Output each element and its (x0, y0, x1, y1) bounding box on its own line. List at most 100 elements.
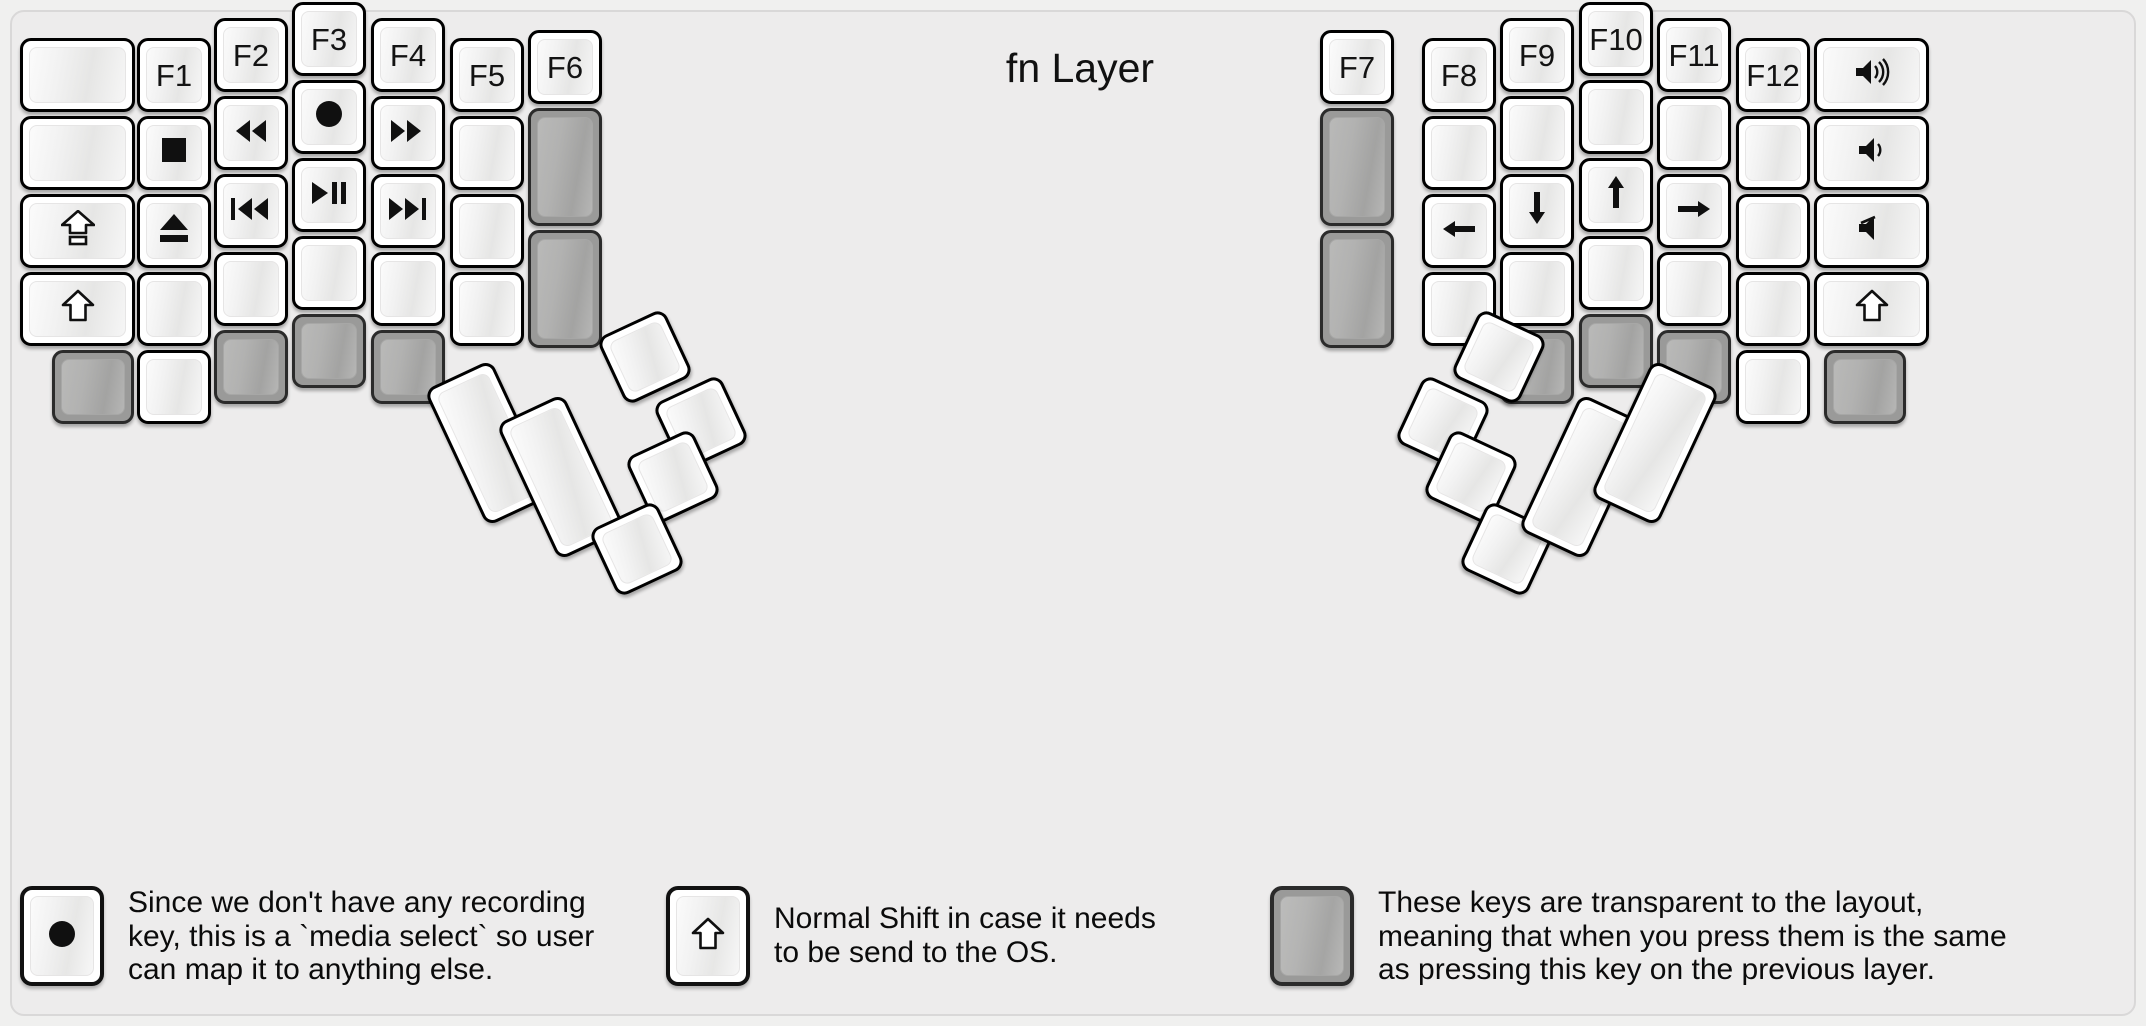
key-right-c6-r1[interactable]: F12 (1736, 38, 1810, 112)
shift-icon (1855, 289, 1889, 329)
key-cap (1588, 89, 1644, 145)
key-cap (29, 125, 126, 181)
key-left-c6-r1[interactable]: F5 (450, 38, 524, 112)
key-label: F6 (546, 49, 584, 85)
key-cap (1823, 281, 1920, 337)
key-left-c3-r4[interactable] (214, 252, 288, 326)
key-left-c2-r4[interactable] (137, 272, 211, 346)
key-cap (459, 203, 515, 259)
key-right-c3-r1[interactable]: F9 (1500, 18, 1574, 92)
key-left-c5-r3[interactable] (371, 174, 445, 248)
key-right-c6-r2[interactable] (1736, 116, 1810, 190)
rewind-icon (232, 116, 270, 150)
previous-track-icon (230, 194, 272, 228)
key-left-c2-r3[interactable] (137, 194, 211, 268)
key-cap: F4 (380, 27, 436, 83)
key-label: F12 (1746, 57, 1800, 93)
fast-forward-icon (389, 116, 427, 150)
key-cap (537, 117, 593, 217)
key-right-c7-r1[interactable] (1814, 38, 1929, 112)
key-left-c3-r5[interactable] (214, 330, 288, 404)
key-cap (146, 281, 202, 337)
key-left-c4-r1[interactable]: F3 (292, 2, 366, 76)
legend-text-3: These keys are transparent to the layout… (1378, 886, 2007, 987)
key-right-c4-r3[interactable] (1579, 158, 1653, 232)
key-cap (1509, 261, 1565, 317)
key-label: F1 (155, 57, 193, 93)
key-right-c3-r4[interactable] (1500, 252, 1574, 326)
key-right-c2-r1[interactable]: F8 (1422, 38, 1496, 112)
key-right-c7-r3[interactable] (1814, 194, 1929, 268)
key-right-c4-r4[interactable] (1579, 236, 1653, 310)
shift-icon (61, 289, 95, 329)
key-left-c4-r5[interactable] (292, 314, 366, 388)
key-right-c5-r3[interactable] (1657, 174, 1731, 248)
key-right-c3-r3[interactable] (1500, 174, 1574, 248)
key-left-c5-r2[interactable] (371, 96, 445, 170)
key-left-c6-r3[interactable] (450, 194, 524, 268)
key-cap (301, 245, 357, 301)
key-left-c3-r2[interactable] (214, 96, 288, 170)
key-left-c4-r3[interactable] (292, 158, 366, 232)
volume-mute-icon (1857, 214, 1887, 248)
key-label: F11 (1668, 37, 1720, 73)
key-right-c5-r2[interactable] (1657, 96, 1731, 170)
key-cap (29, 281, 126, 337)
key-cap (1745, 359, 1801, 415)
key-cap (1431, 125, 1487, 181)
key-cap (1509, 183, 1565, 239)
key-right-c2-r2[interactable] (1422, 116, 1496, 190)
key-right-c1-r2[interactable] (1320, 108, 1394, 226)
key-left-c1-r2[interactable] (20, 116, 135, 190)
key-right-c3-r2[interactable] (1500, 96, 1574, 170)
key-right-c7-r4[interactable] (1814, 272, 1929, 346)
key-right-c1-r1[interactable]: F7 (1320, 30, 1394, 104)
key-left-c5-r4[interactable] (371, 252, 445, 326)
legend-key-sample-1 (20, 886, 104, 987)
legend-text-2: Normal Shift in case it needs to be send… (774, 902, 1156, 969)
key-left-c7-r1[interactable]: F6 (528, 30, 602, 104)
key-left-c4-r2[interactable] (292, 80, 366, 154)
key-left-c1-r4[interactable] (20, 272, 135, 346)
key-cap (1745, 203, 1801, 259)
key-right-c6-r4[interactable] (1736, 272, 1810, 346)
arrow-down-icon (1524, 190, 1550, 232)
key-left-c2-r1[interactable]: F1 (137, 38, 211, 112)
key-right-c7-r5[interactable] (1824, 350, 1906, 424)
key-right-c4-r5[interactable] (1579, 314, 1653, 388)
key-left-c3-r3[interactable] (214, 174, 288, 248)
key-right-c2-r3[interactable] (1422, 194, 1496, 268)
key-right-c5-r1[interactable]: F11 (1657, 18, 1731, 92)
key-cap: F6 (537, 39, 593, 95)
key-right-c7-r2[interactable] (1814, 116, 1929, 190)
key-cap (1509, 105, 1565, 161)
key-left-c1-r5[interactable] (52, 350, 134, 424)
key-left-c5-r1[interactable]: F4 (371, 18, 445, 92)
key-right-c5-r4[interactable] (1657, 252, 1731, 326)
key-left-c1-r1[interactable] (20, 38, 135, 112)
key-right-c4-r1[interactable]: F10 (1579, 2, 1653, 76)
key-label: F3 (310, 21, 348, 57)
key-cap (537, 239, 593, 339)
key-left-c2-r2[interactable] (137, 116, 211, 190)
key-right-c4-r2[interactable] (1579, 80, 1653, 154)
key-left-c6-r4[interactable] (450, 272, 524, 346)
key-left-c2-r5[interactable] (137, 350, 211, 424)
key-label: F2 (232, 37, 270, 73)
key-label: F8 (1440, 57, 1478, 93)
key-left-c7-r2[interactable] (528, 108, 602, 226)
key-cap (380, 105, 436, 161)
key-left-c7-r3[interactable] (528, 230, 602, 348)
key-cap: F10 (1588, 11, 1644, 67)
key-cap (1588, 323, 1644, 379)
key-left-c4-r4[interactable] (292, 236, 366, 310)
key-cap (1666, 261, 1722, 317)
key-left-c3-r1[interactable]: F2 (214, 18, 288, 92)
next-track-icon (387, 194, 429, 228)
key-cap (223, 339, 279, 395)
key-right-c6-r5[interactable] (1736, 350, 1810, 424)
key-left-c1-r3[interactable] (20, 194, 135, 268)
key-right-c6-r3[interactable] (1736, 194, 1810, 268)
key-left-c6-r2[interactable] (450, 116, 524, 190)
key-right-c1-r3[interactable] (1320, 230, 1394, 348)
